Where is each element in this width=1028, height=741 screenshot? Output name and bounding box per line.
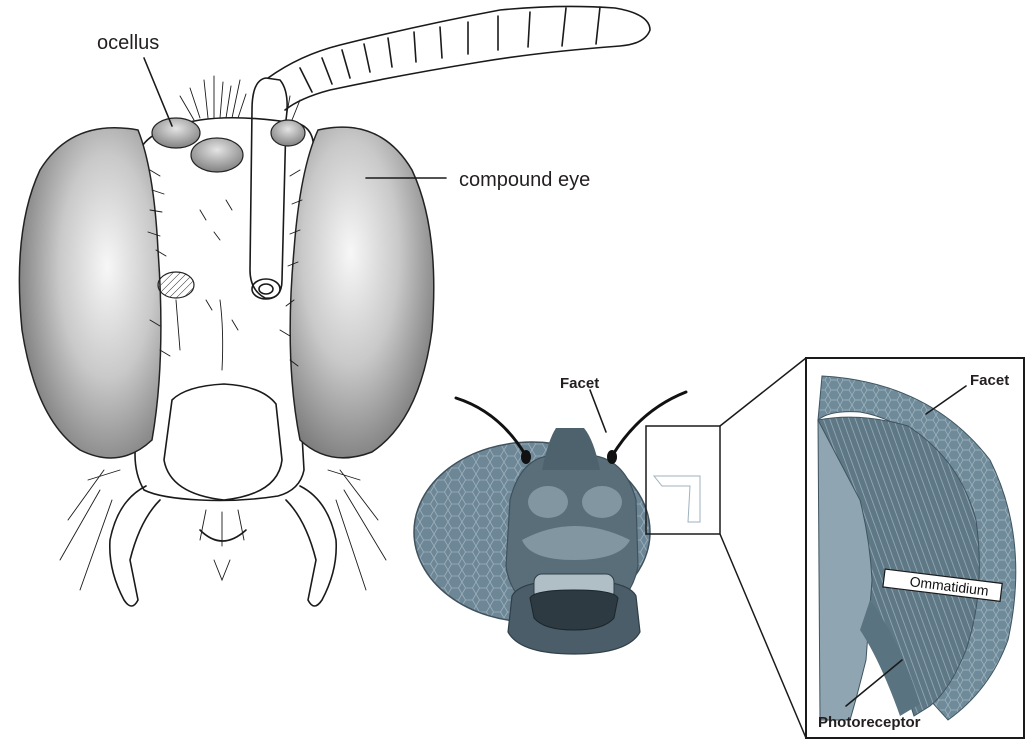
face-outline: [135, 118, 314, 501]
label-facet-inset: Facet: [970, 372, 1009, 389]
ocellus-center: [191, 138, 243, 172]
ocellus-left: [152, 118, 200, 148]
fly-face-patch-right: [582, 486, 622, 518]
label-photoreceptor: Photoreceptor: [818, 714, 921, 731]
zoom-line-bottom: [720, 534, 806, 738]
fly-antenna-right-tip: [607, 450, 617, 464]
fly-head-drawing: [414, 358, 806, 738]
labrum: [200, 530, 246, 541]
zoom-line-top: [720, 358, 806, 426]
compound-eye-left: [19, 128, 161, 458]
fly-antenna-right: [612, 392, 686, 456]
label-ocellus: ocellus: [97, 32, 159, 54]
label-compound-eye: compound eye: [459, 169, 590, 191]
face-hairs: [148, 170, 302, 370]
clypeus: [164, 384, 282, 500]
lower-bristles: [60, 470, 386, 590]
ocellus-leader: [144, 58, 172, 126]
mandible-right: [286, 486, 336, 606]
compound-eye-right: [290, 127, 434, 458]
fly-frons: [542, 428, 600, 470]
facet-head-leader: [590, 390, 606, 432]
ocellus-right: [271, 120, 305, 146]
mandible-left: [110, 486, 160, 606]
fly-face-patch-left: [528, 486, 568, 518]
fly-eye-cutout: [654, 476, 700, 522]
fly-antenna-left-tip: [521, 450, 531, 464]
antenna-socket: [158, 272, 194, 298]
fly-proboscis: [530, 590, 618, 630]
inset-panel: Ommatidium: [806, 358, 1024, 738]
label-facet-head: Facet: [560, 375, 599, 392]
